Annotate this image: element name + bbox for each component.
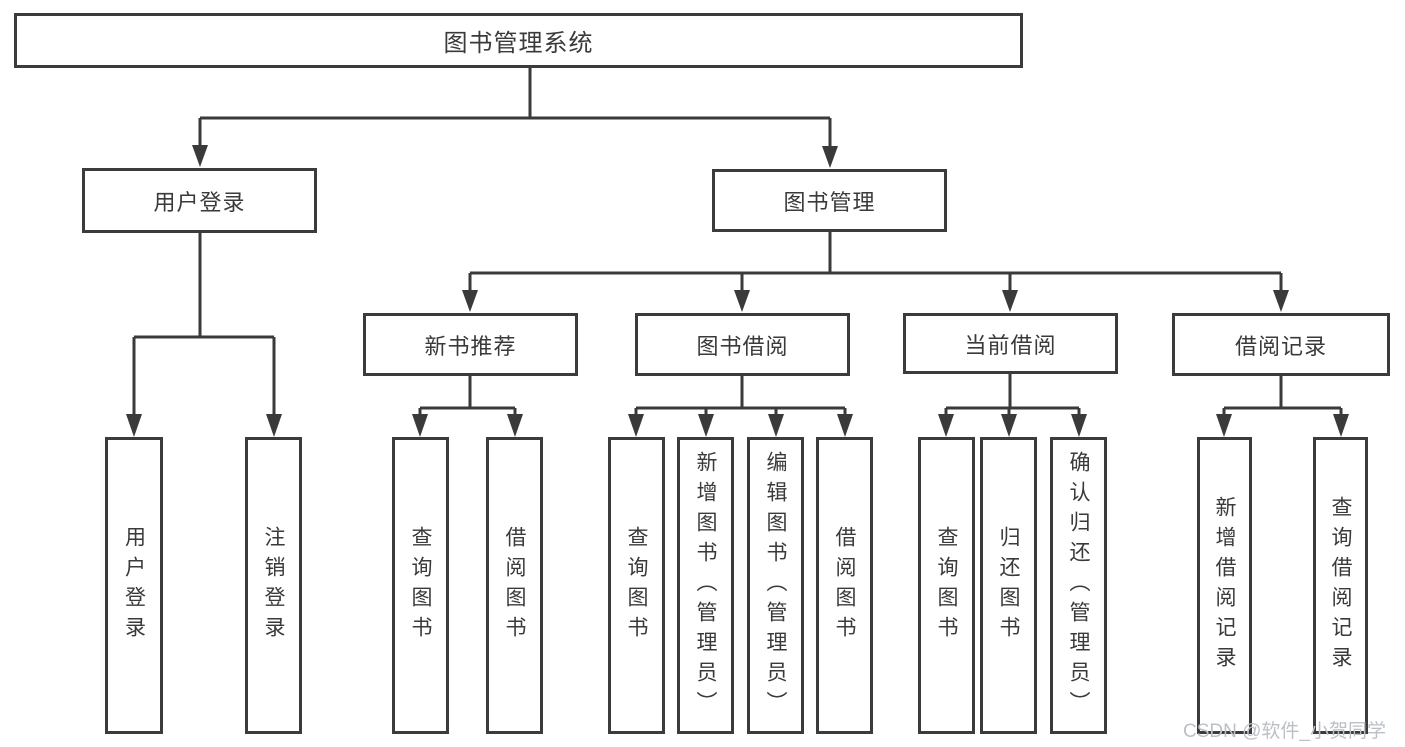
leaf-return-books: 归还图书	[980, 437, 1037, 734]
leaf-return-books-label: 归还图书	[997, 525, 1020, 646]
node-new-book-recommend-label: 新书推荐	[424, 333, 517, 359]
node-borrow-records-label: 借阅记录	[1234, 333, 1327, 359]
leaf-borrowing-borrow-books-label: 借阅图书	[833, 525, 856, 646]
node-library-system: 图书管理系统	[14, 13, 1023, 68]
leaf-add-books-admin-label: 新增图书（管理员）	[694, 450, 717, 721]
arrowheads	[126, 145, 1349, 437]
node-library-system-label: 图书管理系统	[443, 30, 594, 57]
leaf-query-borrow-record: 查询借阅记录	[1313, 437, 1368, 734]
leaf-add-books-admin: 新增图书（管理员）	[677, 437, 734, 734]
leaf-confirm-return-admin: 确认归还（管理员）	[1050, 437, 1107, 734]
leaf-borrowing-query-books: 查询图书	[608, 437, 665, 734]
node-new-book-recommend: 新书推荐	[363, 313, 578, 376]
leaf-current-query-books: 查询图书	[918, 437, 975, 734]
leaf-user-login: 用户登录	[105, 437, 163, 734]
node-current-borrowing: 当前借阅	[903, 313, 1118, 374]
leaf-user-login-label: 用户登录	[122, 525, 146, 646]
node-user-login-label: 用户登录	[153, 189, 246, 215]
leaf-newbook-borrow-books: 借阅图书	[486, 437, 543, 734]
node-current-borrowing-label: 当前借阅	[964, 332, 1057, 358]
leaf-edit-books-admin: 编辑图书（管理员）	[747, 437, 804, 734]
leaf-newbook-query-books-label: 查询图书	[409, 525, 432, 646]
leaf-borrowing-query-books-label: 查询图书	[625, 525, 648, 646]
leaf-current-query-books-label: 查询图书	[935, 525, 958, 646]
node-book-management: 图书管理	[712, 169, 947, 232]
leaf-newbook-borrow-books-label: 借阅图书	[503, 525, 526, 646]
leaf-add-borrow-record-label: 新增借阅记录	[1213, 495, 1236, 676]
node-book-borrowing: 图书借阅	[635, 313, 850, 376]
leaf-query-borrow-record-label: 查询借阅记录	[1329, 495, 1352, 676]
watermark: CSDN @软件_小贺同学	[1183, 721, 1386, 742]
node-book-borrowing-label: 图书借阅	[696, 333, 789, 359]
node-borrow-records: 借阅记录	[1172, 313, 1390, 376]
leaf-borrowing-borrow-books: 借阅图书	[816, 437, 873, 734]
node-book-management-label: 图书管理	[783, 189, 876, 215]
node-user-login: 用户登录	[82, 168, 317, 233]
leaf-logout: 注销登录	[245, 437, 302, 734]
leaf-logout-label: 注销登录	[262, 525, 285, 646]
leaf-edit-books-admin-label: 编辑图书（管理员）	[764, 450, 787, 721]
leaf-confirm-return-admin-label: 确认归还（管理员）	[1067, 450, 1090, 721]
leaf-newbook-query-books: 查询图书	[392, 437, 449, 734]
leaf-add-borrow-record: 新增借阅记录	[1197, 437, 1252, 734]
